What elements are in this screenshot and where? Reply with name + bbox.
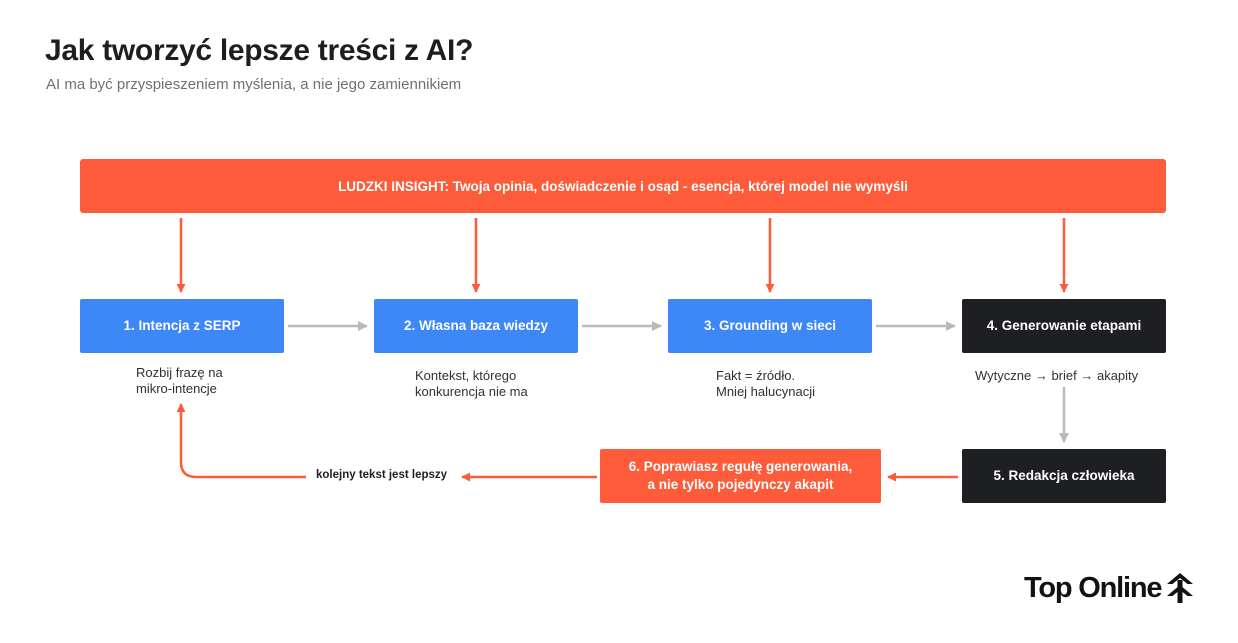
loop-return-arrow — [176, 403, 306, 479]
step-2-box: 2. Własna baza wiedzy — [374, 299, 578, 353]
step-1-box: 1. Intencja z SERP — [80, 299, 284, 353]
step-1-note: Rozbij frazę na mikro-intencje — [136, 365, 223, 397]
human-insight-banner: LUDZKI INSIGHT: Twoja opinia, doświadcze… — [80, 159, 1166, 213]
step-1-note-line-1: Rozbij frazę na — [136, 365, 223, 380]
step-4-note: Wytyczne → brief → akapity — [975, 368, 1138, 384]
step-2-note-line-2: konkurencja nie ma — [415, 384, 528, 399]
page-title: Jak tworzyć lepsze treści z AI? — [45, 34, 474, 67]
step-2-note-line-1: Kontekst, którego — [415, 368, 517, 383]
brand-arrow-icon — [1167, 573, 1194, 603]
step-3-note: Fakt = źródło. Mniej halucynacji — [716, 368, 815, 400]
step-5-box: 5. Redakcja człowieka — [962, 449, 1166, 503]
brand-logo: Top Online — [1024, 570, 1197, 606]
step-6-line-2: a nie tylko pojedynczy akapit — [647, 477, 834, 492]
step-4-note-line-1: Wytyczne → brief → akapity — [975, 368, 1139, 383]
step-6-box: 6. Poprawiasz regułę generowania, a nie … — [600, 449, 881, 503]
step-3-box: 3. Grounding w sieci — [668, 299, 872, 353]
step-2-note: Kontekst, którego konkurencja nie ma — [415, 368, 528, 400]
page-subtitle: AI ma być przyspieszeniem myślenia, a ni… — [46, 76, 462, 93]
brand-name: Top Online — [1024, 571, 1162, 604]
step-1-note-line-2: mikro-intencje — [136, 381, 217, 396]
step-3-note-line-2: Mniej halucynacji — [716, 384, 815, 399]
step-6-line-1: 6. Poprawiasz regułę generowania, — [628, 459, 853, 474]
loop-label: kolejny tekst jest lepszy — [316, 469, 448, 481]
step-4-box: 4. Generowanie etapami — [962, 299, 1166, 353]
step-3-note-line-1: Fakt = źródło. — [716, 368, 796, 383]
